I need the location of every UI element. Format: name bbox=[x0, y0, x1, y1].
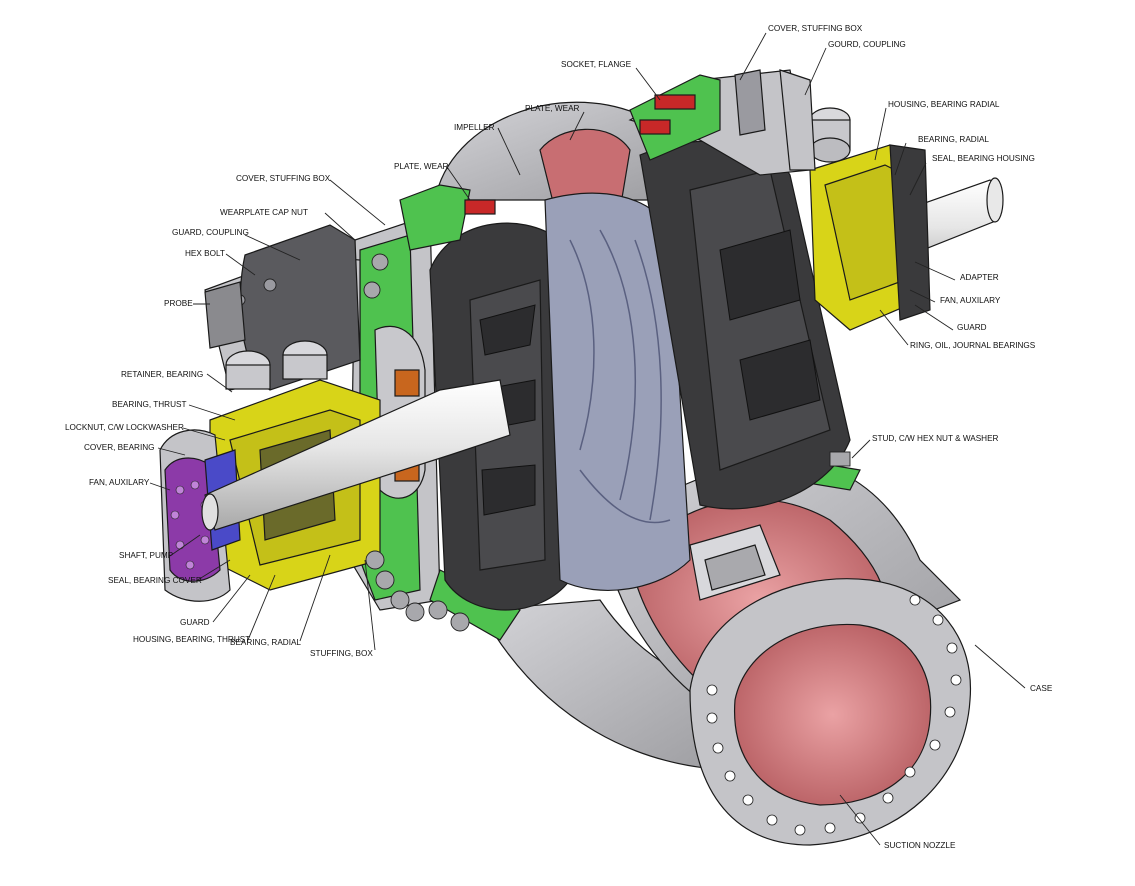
label-cover-stuffing-box-top: COVER, STUFFING BOX bbox=[768, 24, 863, 33]
suction-nozzle-flange bbox=[689, 578, 972, 846]
label-housing-bearing-radial: HOUSING, BEARING RADIAL bbox=[888, 100, 1000, 109]
callout-labels: COVER, STUFFING BOX GOURD, COUPLING SOCK… bbox=[65, 24, 1053, 850]
label-locknut: LOCKNUT, C/W LOCKWASHER bbox=[65, 423, 184, 432]
label-impeller: IMPELLER bbox=[454, 123, 495, 132]
label-adapter: ADAPTER bbox=[960, 273, 999, 282]
label-probe: PROBE bbox=[164, 299, 193, 308]
label-plate-wear-top: PLATE, WEAR bbox=[525, 104, 580, 113]
probes-right bbox=[809, 107, 851, 163]
probes-left bbox=[225, 340, 328, 390]
label-fan-auxilary-left: FAN, AUXILARY bbox=[89, 478, 150, 487]
flange-bolt-holes bbox=[706, 594, 962, 836]
label-retainer-bearing: RETAINER, BEARING bbox=[121, 370, 203, 379]
label-bearing-thrust: BEARING, THRUST bbox=[112, 400, 186, 409]
label-guard-coupling: GUARD, COUPLING bbox=[172, 228, 249, 237]
probe-block bbox=[204, 281, 246, 349]
label-guard-left: GUARD bbox=[180, 618, 210, 627]
socket-flange-bolt-2 bbox=[639, 119, 671, 135]
label-cover-bearing: COVER, BEARING bbox=[84, 443, 155, 452]
label-stud: STUD, C/W HEX NUT & WASHER bbox=[872, 434, 999, 443]
plate-wear-bolt bbox=[464, 199, 496, 215]
stuffing-box-studs bbox=[363, 253, 470, 632]
label-plate-wear-mid: PLATE, WEAR bbox=[394, 162, 449, 171]
upper-casing bbox=[399, 69, 811, 251]
label-seal-bearing-cover: SEAL, BEARING COVER bbox=[108, 576, 202, 585]
label-guard-right: GUARD bbox=[957, 323, 987, 332]
label-housing-bearing-thrust: HOUSING, BEARING, THRUST bbox=[133, 635, 250, 644]
label-shaft-pump: SHAFT, PUMP bbox=[119, 551, 174, 560]
case-stud bbox=[829, 451, 851, 467]
label-wearplate-cap-nut: WEARPLATE CAP NUT bbox=[220, 208, 308, 217]
label-gourd-coupling: GOURD, COUPLING bbox=[828, 40, 906, 49]
leader-lines bbox=[149, 32, 1026, 846]
label-ring-oil: RING, OIL, JOURNAL BEARINGS bbox=[910, 341, 1036, 350]
label-hex-bolt: HEX BOLT bbox=[185, 249, 225, 258]
label-case: CASE bbox=[1030, 684, 1053, 693]
label-stuffing-box: STUFFING, BOX bbox=[310, 649, 373, 658]
label-socket-flange: SOCKET, FLANGE bbox=[561, 60, 632, 69]
radial-bearing-housing bbox=[779, 69, 931, 331]
label-bearing-radial-right: BEARING, RADIAL bbox=[918, 135, 989, 144]
label-fan-auxilary-right: FAN, AUXILARY bbox=[940, 296, 1001, 305]
label-seal-bearing-housing: SEAL, BEARING HOUSING bbox=[932, 154, 1035, 163]
label-bearing-radial-left: BEARING, RADIAL bbox=[230, 638, 301, 647]
label-cover-stuffing-box-left: COVER, STUFFING BOX bbox=[236, 174, 331, 183]
label-suction-nozzle: SUCTION NOZZLE bbox=[884, 841, 956, 850]
impeller-assembly bbox=[429, 140, 851, 611]
socket-flange-bolt bbox=[654, 94, 696, 110]
